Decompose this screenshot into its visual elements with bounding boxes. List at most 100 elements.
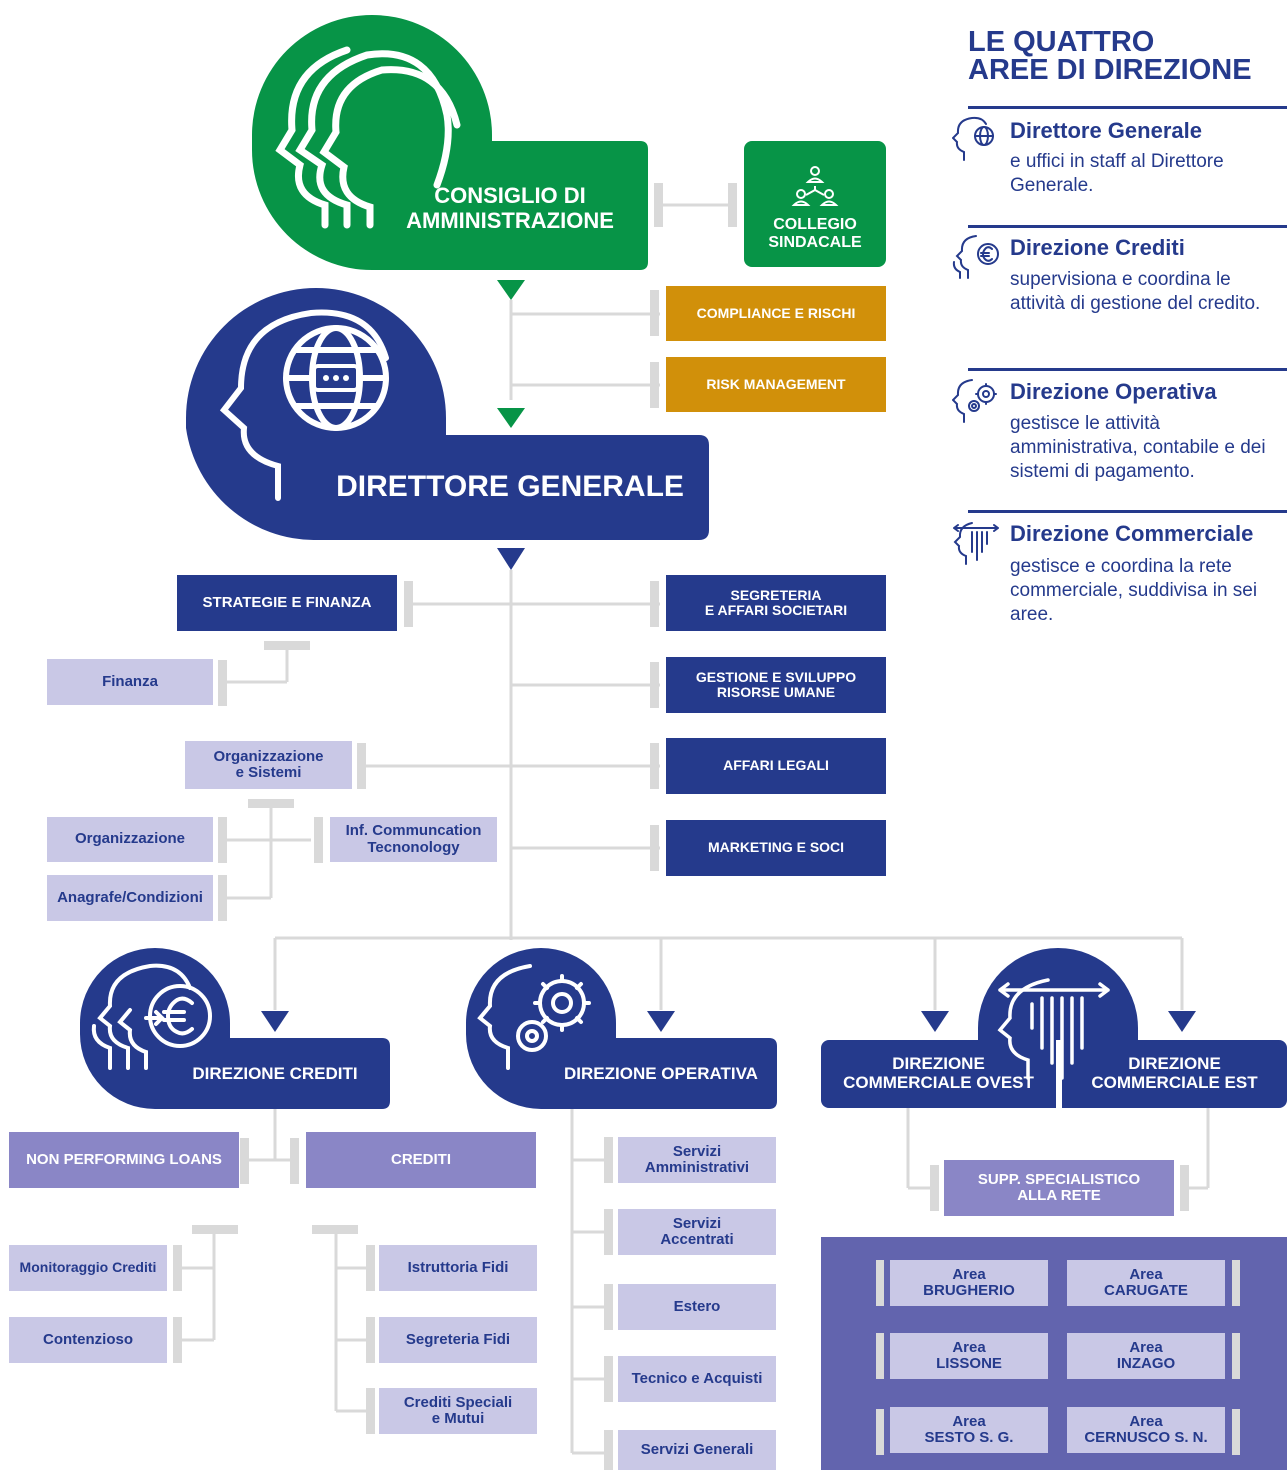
contenzioso-box: Contenzioso	[9, 1317, 167, 1363]
area-stub-4	[1232, 1260, 1240, 1306]
ict-box: Inf. Communcation Tecnonology	[330, 817, 497, 862]
gears-icon	[477, 964, 591, 1070]
area-carugate-box: Area CARUGATE	[1067, 1260, 1225, 1306]
ict-line2: Tecnonology	[367, 838, 460, 856]
legend-item-1-title: Direttore Generale	[1010, 118, 1202, 143]
operativa-item-amministrativi: Servizi Amministrativi	[618, 1137, 776, 1183]
operativa-head-shape	[466, 948, 777, 1109]
dg-head-shape	[186, 288, 709, 540]
strategie-finanza-box: STRATEGIE E FINANZA	[177, 575, 397, 631]
area-stub-6	[1232, 1409, 1240, 1455]
board-title: CONSIGLIO DI AMMINISTRAZIONE	[390, 183, 630, 233]
legend-item-2-desc: supervisiona e coordina le attività di g…	[1010, 269, 1261, 314]
inzago-line1: Area	[1129, 1338, 1163, 1356]
supp-line2: ALLA RETE	[1017, 1187, 1101, 1204]
supp-specialistico-box: SUPP. SPECIALISTICO ALLA RETE	[944, 1160, 1174, 1216]
lissone-line1: Area	[952, 1338, 986, 1356]
area-sesto-box: Area SESTO S. G.	[890, 1407, 1048, 1453]
ict-line1: Inf. Communcation	[345, 822, 482, 839]
commerciale-ovest-box: DIREZIONE COMMERCIALE OVEST	[821, 1040, 1056, 1108]
legend-item-4-title: Direzione Commerciale	[1010, 521, 1254, 546]
commerciale-est-box: DIREZIONE COMMERCIALE EST	[1062, 1040, 1287, 1108]
legend-item-3-title: Direzione Operativa	[1010, 379, 1217, 404]
lissone-line2: LISSONE	[936, 1355, 1002, 1372]
est-line2: COMMERCIALE EST	[1091, 1073, 1258, 1092]
risorse-line2: RISORSE UMANE	[716, 684, 836, 700]
npl-box: NON PERFORMING LOANS	[9, 1132, 239, 1188]
organizzazione-box: Organizzazione	[47, 817, 213, 862]
supp-line1: SUPP. SPECIALISTICO	[977, 1170, 1141, 1188]
area-stub-3	[876, 1409, 884, 1455]
collegio-sindacale-box: COLLEGIO SINDACALE	[744, 141, 886, 267]
cernusco-line2: CERNUSCO S. N.	[1084, 1429, 1208, 1446]
network-head-icon	[997, 978, 1110, 1080]
legend-title: LE QUATTRO AREE DI DIREZIONE	[968, 26, 1252, 86]
legend-divider-3	[968, 368, 1287, 371]
operativa-item-tecnico: Tecnico e Acquisti	[618, 1356, 776, 1402]
brugherio-line1: Area	[952, 1265, 986, 1283]
legend-item-2-title: Direzione Crediti	[1010, 235, 1185, 260]
segreteria-line1: SEGRETERIA	[730, 586, 822, 603]
segreteria-fidi-box: Segreteria Fidi	[379, 1317, 537, 1363]
head-gears-icon	[952, 379, 997, 423]
crediti-head-shape	[80, 948, 390, 1109]
accentrati-line2: Accentrati	[660, 1231, 734, 1248]
sesto-line2: SESTO S. G.	[924, 1429, 1014, 1446]
operativa-item-accentrati: Servizi Accentrati	[618, 1209, 776, 1255]
brugherio-line2: BRUGHERIO	[923, 1282, 1015, 1299]
org-sistemi-line1: Organizzazione	[213, 747, 324, 765]
anagrafe-box: Anagrafe/Condizioni	[47, 875, 213, 921]
legend-item-3-desc: gestisce le attività amministrativa, con…	[1010, 413, 1266, 482]
segreteria-affari-box: SEGRETERIA E AFFARI SOCIETARI	[666, 575, 886, 631]
legend-title-line1: LE QUATTRO	[968, 26, 1155, 58]
segreteria-line2: E AFFARI SOCIETARI	[704, 602, 848, 618]
istruttoria-box: Istruttoria Fidi	[379, 1245, 537, 1291]
ovest-line2: COMMERCIALE OVEST	[843, 1073, 1034, 1092]
people-network-icon	[791, 166, 839, 207]
marketing-soci-box: MARKETING E SOCI	[666, 820, 886, 876]
org-sistemi-box: Organizzazione e Sistemi	[185, 741, 352, 789]
head-euro-icon	[952, 235, 999, 279]
operativa-title: DIREZIONE OPERATIVA	[564, 1064, 758, 1083]
ovest-line1: DIREZIONE	[892, 1054, 985, 1074]
est-line1: DIREZIONE	[1128, 1054, 1221, 1074]
board-head-shape	[252, 15, 648, 270]
amministrativi-line2: Amministrativi	[644, 1159, 750, 1176]
crediti-box: CREDITI	[306, 1132, 536, 1188]
affari-legali-box: AFFARI LEGALI	[666, 738, 886, 794]
legend-item-1-desc: e uffici in staff al Direttore Generale.	[1010, 151, 1224, 196]
cernusco-line1: Area	[1129, 1412, 1163, 1430]
risk-management-box: RISK MANAGEMENT	[666, 357, 886, 412]
speciali-line1: Crediti Speciali	[403, 1393, 513, 1411]
operativa-item-estero: Estero	[618, 1284, 776, 1330]
board-title-line1: CONSIGLIO DI	[434, 183, 586, 208]
board-title-line2: AMMINISTRAZIONE	[406, 208, 614, 233]
amministrativi-line1: Servizi	[672, 1142, 722, 1160]
sesto-line1: Area	[952, 1412, 986, 1430]
area-inzago-box: Area INZAGO	[1067, 1333, 1225, 1379]
area-brugherio-box: Area BRUGHERIO	[890, 1260, 1048, 1306]
legend-divider-1	[968, 106, 1287, 109]
risorse-umane-box: GESTIONE E SVILUPPO RISORSE UMANE	[666, 657, 886, 713]
legend-title-line2: AREE DI DIREZIONE	[968, 54, 1252, 86]
inzago-line2: INZAGO	[1116, 1355, 1176, 1372]
legend-divider-2	[968, 225, 1287, 228]
head-globe-icon	[952, 116, 994, 161]
area-cernusco-box: Area CERNUSCO S. N.	[1067, 1407, 1225, 1453]
dg-title: DIRETTORE GENERALE	[336, 470, 684, 503]
legend-divider-4	[968, 510, 1287, 513]
commerciale-head-shape	[978, 948, 1138, 1108]
area-lissone-box: Area LISSONE	[890, 1333, 1048, 1379]
area-stub-2	[876, 1333, 884, 1379]
legend-item-4-desc: gestisce e coordina la rete commerciale,…	[1010, 556, 1258, 625]
area-stub-5	[1232, 1333, 1240, 1379]
finanza-box: Finanza	[47, 659, 213, 705]
carugate-line1: Area	[1129, 1265, 1163, 1283]
operativa-item-generali: Servizi Generali	[618, 1430, 776, 1470]
compliance-rischi-box: COMPLIANCE E RISCHI	[666, 286, 886, 341]
collegio-line1: COLLEGIO	[773, 216, 857, 234]
risorse-line1: GESTIONE E SVILUPPO	[695, 668, 857, 685]
head-network-icon	[953, 522, 999, 565]
carugate-line2: CARUGATE	[1104, 1282, 1188, 1299]
collegio-line2: SINDACALE	[768, 234, 862, 251]
